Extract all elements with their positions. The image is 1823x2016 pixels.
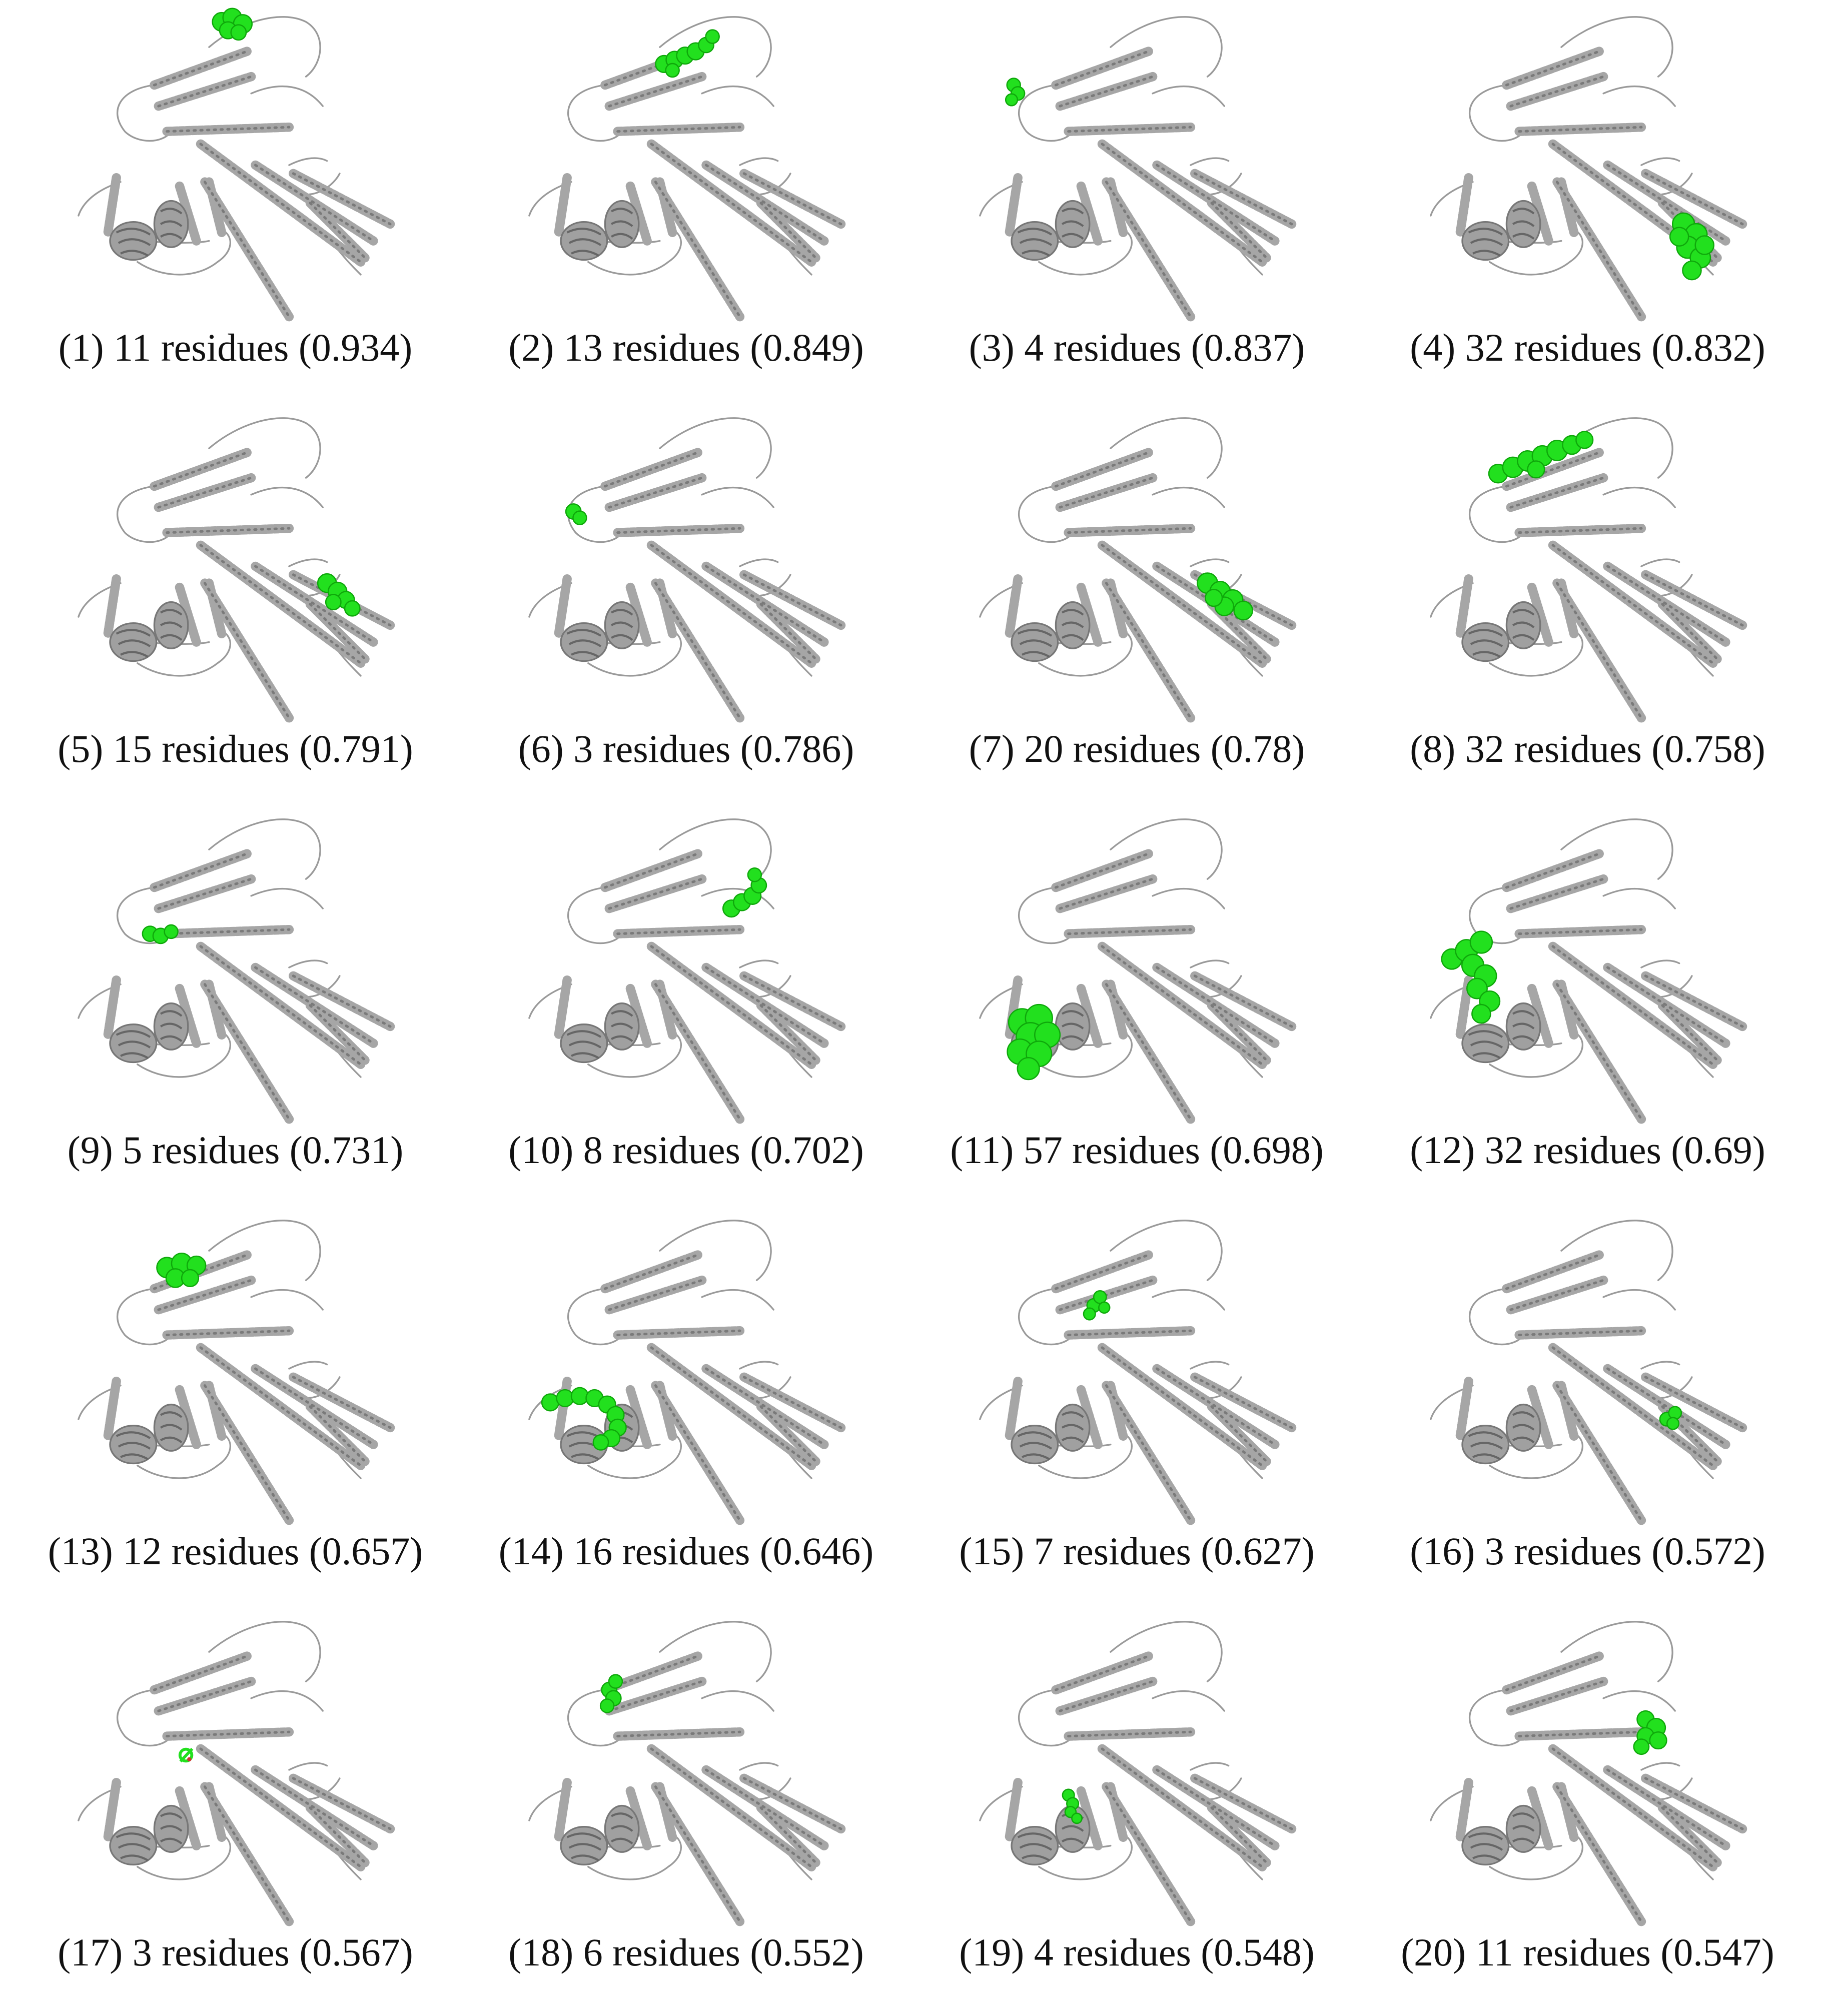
binding-site-highlight xyxy=(1197,572,1253,621)
protein-structure-image xyxy=(952,1610,1312,1930)
panel: (5) 15 residues (0.791) xyxy=(10,406,461,807)
protein-structure-image xyxy=(952,5,1312,325)
panel-caption: (8) 32 residues (0.758) xyxy=(1410,727,1765,770)
panel-caption: (20) 11 residues (0.547) xyxy=(1401,1930,1774,1974)
binding-site-highlight xyxy=(565,503,587,525)
panel-caption: (5) 15 residues (0.791) xyxy=(58,727,413,770)
binding-site-highlight xyxy=(655,29,720,78)
panel-caption: (11) 57 residues (0.698) xyxy=(950,1128,1324,1172)
panel: (8) 32 residues (0.758) xyxy=(1362,406,1813,807)
marker-dot xyxy=(187,1757,192,1762)
panel: (4) 32 residues (0.832) xyxy=(1362,5,1813,406)
panel: (15) 7 residues (0.627) xyxy=(912,1209,1362,1610)
protein-structure-image xyxy=(952,1209,1312,1529)
binding-site-highlight xyxy=(156,1253,207,1288)
panel-caption: (16) 3 residues (0.572) xyxy=(1410,1529,1765,1573)
panel-caption: (2) 13 residues (0.849) xyxy=(508,326,864,369)
panel-caption: (12) 32 residues (0.69) xyxy=(1410,1128,1765,1172)
protein-structure-image xyxy=(952,406,1312,726)
panel-caption: (10) 8 residues (0.702) xyxy=(508,1128,864,1172)
binding-site-highlight xyxy=(142,924,179,944)
binding-site-highlight xyxy=(1005,78,1026,107)
panel: (3) 4 residues (0.837) xyxy=(912,5,1362,406)
panel: (12) 32 residues (0.69) xyxy=(1362,807,1813,1209)
protein-structure-image xyxy=(50,807,410,1128)
panel-caption: (4) 32 residues (0.832) xyxy=(1410,326,1765,369)
panel: (20) 11 residues (0.547) xyxy=(1362,1610,1813,2011)
binding-site-highlight xyxy=(1062,1788,1083,1824)
protein-structure-image xyxy=(50,1610,410,1930)
protein-structure-image xyxy=(501,807,861,1128)
panel-caption: (9) 5 residues (0.731) xyxy=(67,1128,404,1172)
protein-structure-image xyxy=(501,1209,861,1529)
panel-caption: (6) 3 residues (0.786) xyxy=(518,727,854,770)
binding-site-highlight xyxy=(1083,1290,1111,1321)
protein-structure-image xyxy=(50,1209,410,1529)
binding-site-highlight xyxy=(1441,930,1501,1024)
panel: (16) 3 residues (0.572) xyxy=(1362,1209,1813,1610)
panel-caption: (17) 3 residues (0.567) xyxy=(58,1930,413,1974)
protein-structure-image xyxy=(501,1610,861,1930)
binding-site-highlight xyxy=(1488,431,1594,484)
protein-structure-image xyxy=(501,5,861,325)
panel-caption: (14) 16 residues (0.646) xyxy=(498,1529,874,1573)
protein-structure-image xyxy=(50,8,410,325)
binding-site-highlight xyxy=(722,867,767,918)
panel-caption: (1) 11 residues (0.934) xyxy=(58,326,413,369)
panel: (1) 11 residues (0.934) xyxy=(10,5,461,406)
panel: (11) 57 residues (0.698) xyxy=(912,807,1362,1209)
binding-site-highlight xyxy=(1007,1003,1061,1081)
protein-structure-image xyxy=(1402,5,1762,325)
panel-caption: (18) 6 residues (0.552) xyxy=(508,1930,864,1974)
binding-site-highlight xyxy=(599,1674,623,1713)
panel: (7) 20 residues (0.78) xyxy=(912,406,1362,807)
protein-structure-image xyxy=(1402,406,1762,726)
binding-site-highlight xyxy=(1659,1406,1682,1430)
panel-caption: (3) 4 residues (0.837) xyxy=(969,326,1305,369)
protein-structure-image xyxy=(50,406,410,726)
protein-structure-image xyxy=(1402,807,1762,1128)
protein-structure-image xyxy=(1402,1209,1762,1529)
binding-site-highlight xyxy=(1669,212,1714,281)
panel: (6) 3 residues (0.786) xyxy=(461,406,912,807)
panel: (9) 5 residues (0.731) xyxy=(10,807,461,1209)
panel: (2) 13 residues (0.849) xyxy=(461,5,912,406)
binding-site-highlight xyxy=(317,573,361,617)
panel-caption: (7) 20 residues (0.78) xyxy=(969,727,1305,770)
panel-caption: (13) 12 residues (0.657) xyxy=(48,1529,423,1573)
binding-site-highlight xyxy=(541,1387,627,1451)
panel: (17) 3 residues (0.567) xyxy=(10,1610,461,2011)
panel: (19) 4 residues (0.548) xyxy=(912,1610,1362,2011)
panel: (18) 6 residues (0.552) xyxy=(461,1610,912,2011)
figure-grid: (1) 11 residues (0.934) (2) 13 residues … xyxy=(10,5,1813,2011)
panel-caption: (15) 7 residues (0.627) xyxy=(959,1529,1315,1573)
panel: (10) 8 residues (0.702) xyxy=(461,807,912,1209)
binding-site-highlight xyxy=(212,8,253,41)
protein-structure-image xyxy=(952,807,1312,1128)
panel-caption: (19) 4 residues (0.548) xyxy=(959,1930,1315,1974)
protein-structure-image xyxy=(501,406,861,726)
binding-site-highlight xyxy=(1633,1710,1667,1755)
protein-structure-image xyxy=(1402,1610,1762,1930)
panel: (13) 12 residues (0.657) xyxy=(10,1209,461,1610)
binding-site-highlight xyxy=(178,1747,194,1763)
panel: (14) 16 residues (0.646) xyxy=(461,1209,912,1610)
